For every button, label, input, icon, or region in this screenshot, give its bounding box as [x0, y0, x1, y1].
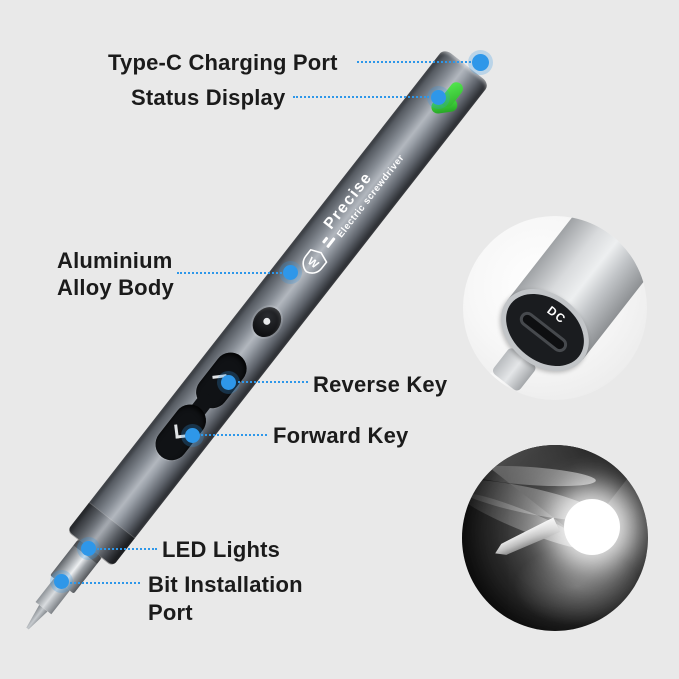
power-button-dot	[261, 316, 272, 327]
charging-port-closeup: DC	[463, 216, 647, 400]
light-spill	[514, 547, 640, 625]
label-bit-installation-port: Bit Installation Port	[148, 572, 303, 625]
callout-dot-status	[431, 90, 446, 105]
leader-line-forward	[201, 434, 267, 436]
leader-line-reverse	[238, 381, 308, 383]
label-type-c-charging-port: Type-C Charging Port	[108, 50, 338, 75]
led-glow	[564, 499, 620, 555]
callout-dot-type-c	[472, 54, 489, 71]
brand-lockup: Precise Electric screwdriver	[319, 127, 429, 245]
leader-line-status	[293, 96, 429, 98]
label-led-lights: LED Lights	[162, 537, 281, 562]
label-reverse-key: Reverse Key	[313, 372, 448, 397]
leader-line-bit	[70, 582, 140, 584]
callout-dot-forward	[185, 428, 200, 443]
led-light-closeup	[462, 445, 648, 631]
shield-logo-icon: W	[296, 245, 331, 280]
callout-dot-reverse	[221, 375, 236, 390]
label-status-display: Status Display	[131, 85, 286, 110]
electric-screwdriver: Precise Electric screwdriver W	[5, 48, 490, 646]
label-aluminium-alloy-body: Aluminium Alloy Body	[57, 248, 174, 300]
aluminium-body	[67, 48, 490, 567]
leader-line-type-c	[357, 61, 471, 63]
callout-dot-led	[81, 541, 96, 556]
callout-dot-bit	[54, 574, 69, 589]
callout-dot-body	[283, 265, 298, 280]
leader-line-body	[177, 272, 282, 274]
label-forward-key: Forward Key	[273, 423, 409, 448]
brand-name: Precise	[320, 169, 376, 233]
svg-text:W: W	[305, 255, 321, 271]
leader-line-led	[97, 548, 157, 550]
